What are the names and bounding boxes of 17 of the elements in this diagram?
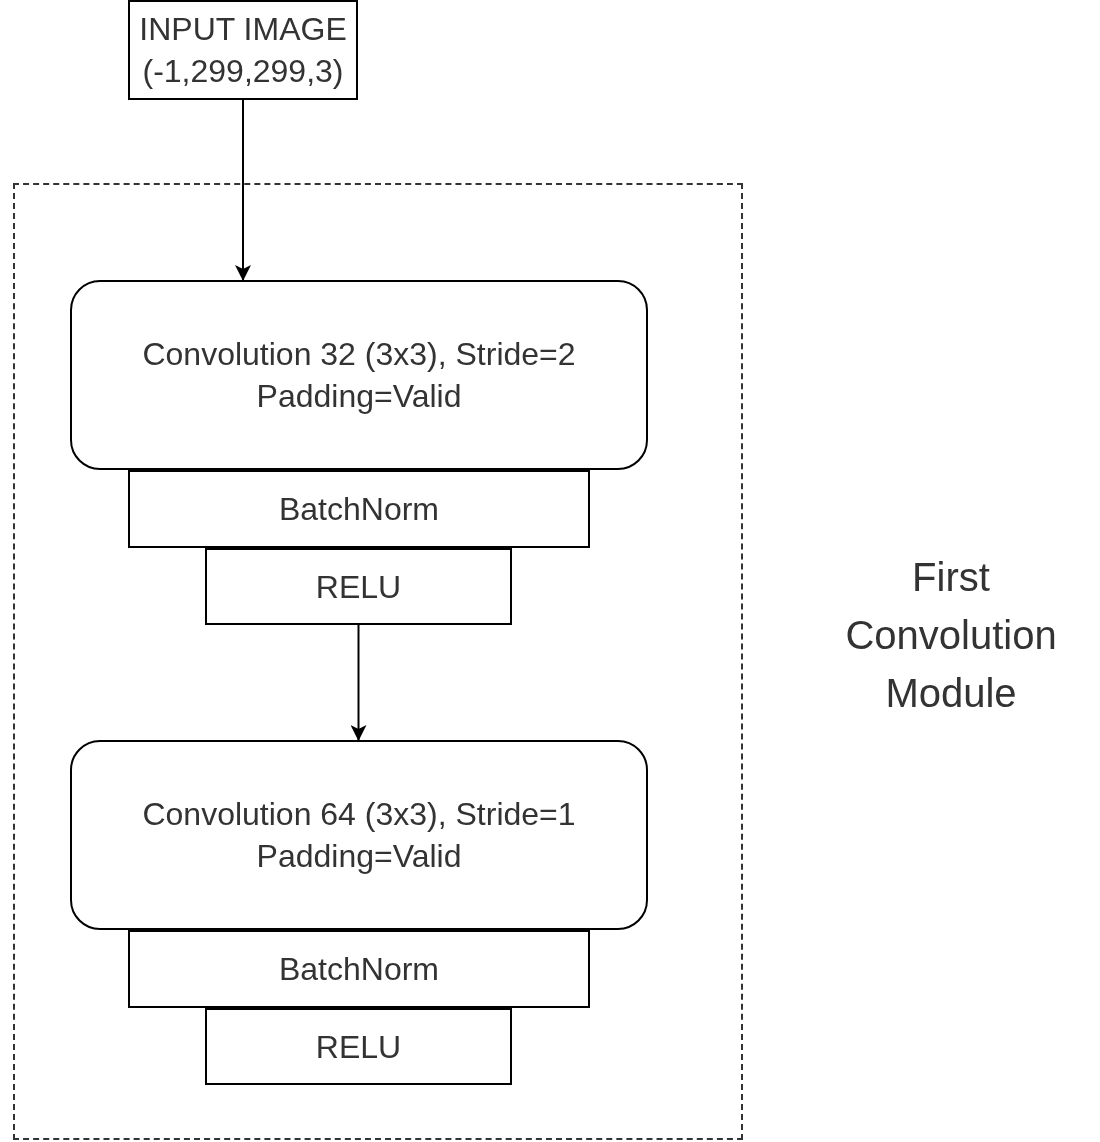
arrow [350,624,367,741]
layer-label: RELU [315,567,402,607]
layer-label: Convolution 32 (3x3), Stride=2 Padding=Valid [141,335,577,416]
convolution-box [70,740,648,930]
convolution-box [70,280,648,470]
layer-box [205,1008,512,1085]
layer-label: Convolution 64 (3x3), Stride=1 Padding=Valid [141,795,577,876]
layer-box [205,548,512,625]
arrow [235,99,251,281]
layer-label: INPUT IMAGE (-1,299,299,3) [138,10,348,91]
layer-box [128,0,358,100]
module-label: First Convolution Module [844,554,1058,717]
layer-label: RELU [315,1027,402,1067]
layer-box [128,470,590,548]
layer-label: BatchNorm [278,490,439,529]
layer-box [128,930,590,1008]
layer-label: BatchNorm [278,950,439,989]
